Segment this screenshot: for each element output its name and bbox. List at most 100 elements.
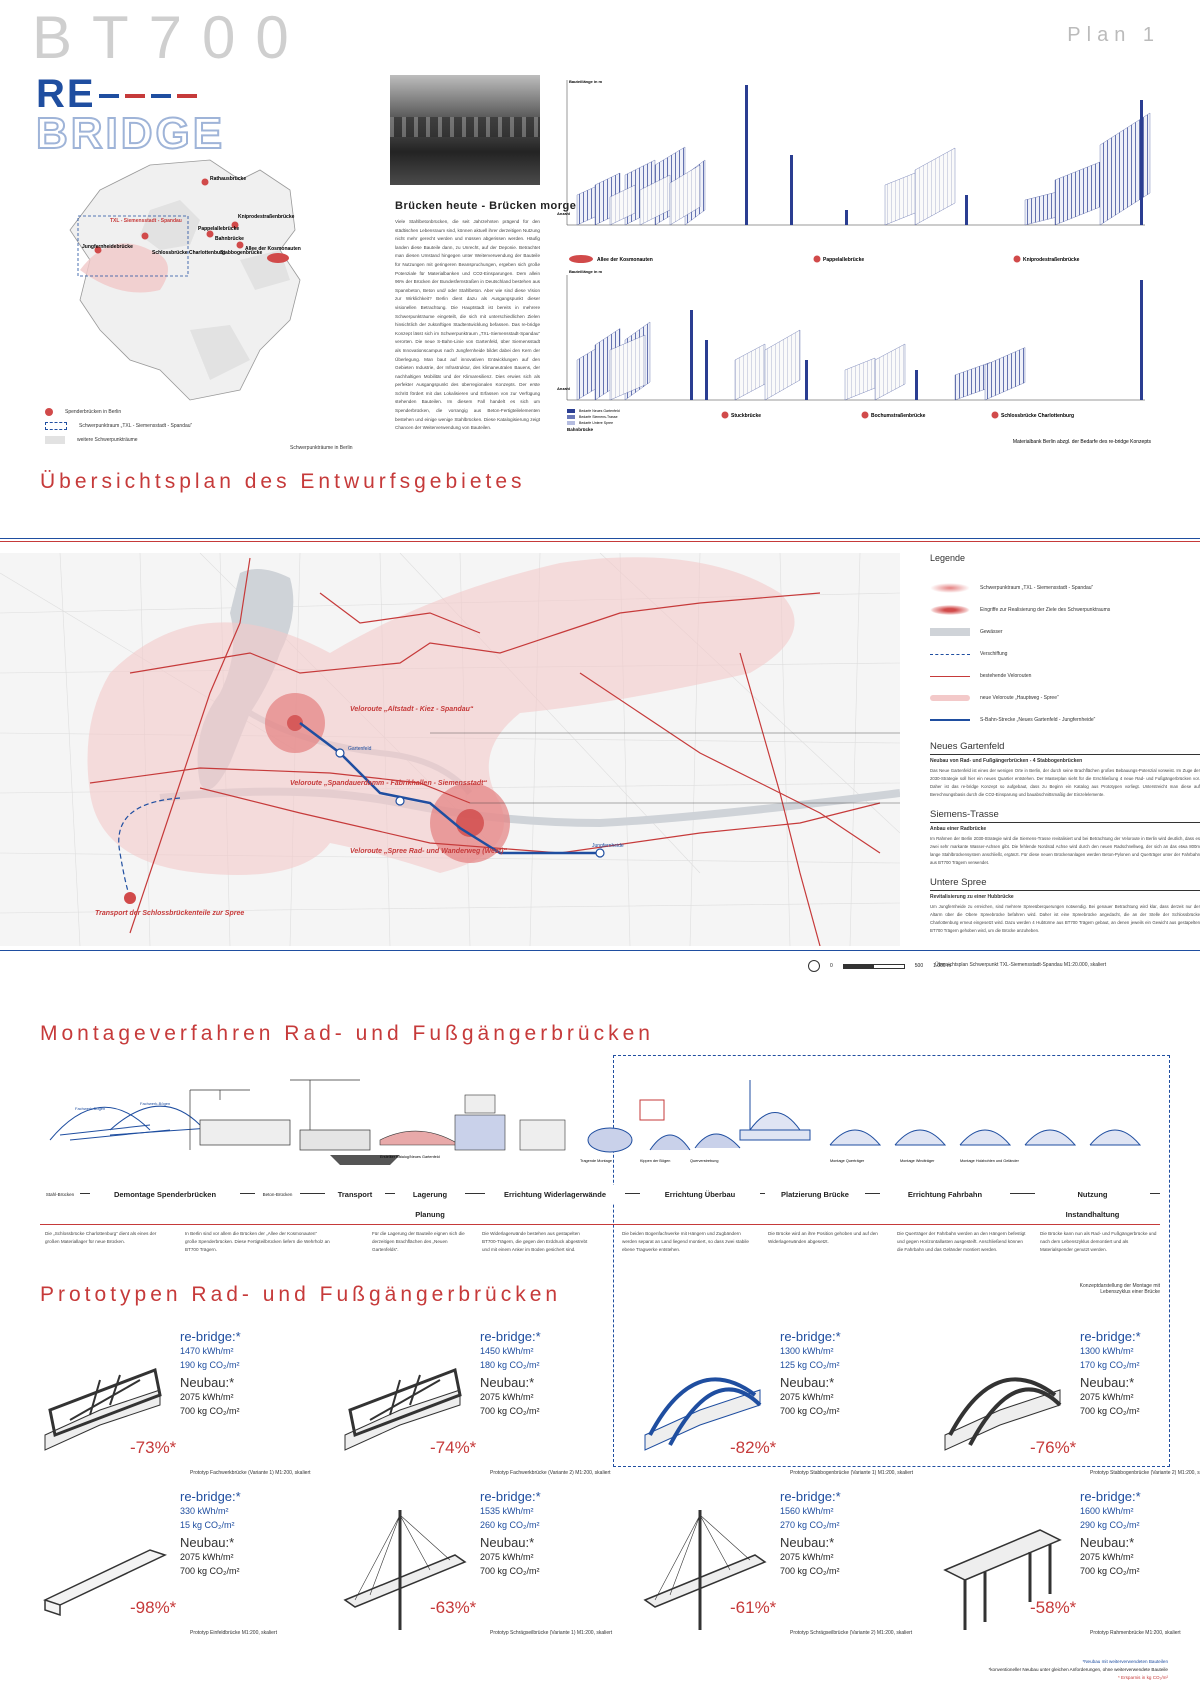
logo-dash	[176, 94, 197, 99]
rebridge-energy: 1560 kWh/m²	[780, 1506, 834, 1516]
donor-bridge-marker	[231, 221, 239, 229]
schwerpunktraum-zone	[87, 557, 795, 875]
rebridge-label: re-bridge:*	[1080, 1489, 1141, 1504]
stage-label: Transport	[325, 1185, 385, 1203]
chart-ylabel: Bauteillänge in m	[569, 269, 603, 274]
legend-text: Spenderbrücken in Berlin	[65, 409, 122, 415]
chart-legend-swatch	[567, 409, 575, 413]
rebridge-energy: 330 kWh/m²	[180, 1506, 229, 1516]
drawing-label: Tragende Montage	[580, 1159, 612, 1163]
map-label: Bahnbrücke	[215, 236, 244, 242]
prototype-card: re-bridge:* 1535 kWh/m² 260 kg CO₂/m² Ne…	[340, 1489, 613, 1645]
prototype-caption: Prototyp Schrägseilbrücke (Variante 1) M…	[490, 1630, 613, 1636]
chart-legend-marker	[721, 411, 729, 419]
s-bahn-station	[395, 796, 405, 806]
chart-legend-text: Bedarfe Neues Gartenfeld	[579, 409, 620, 413]
rebridge-co2: 180 kg CO₂/m²	[480, 1360, 540, 1370]
prototype-values: re-bridge:* 1450 kWh/m² 180 kg CO₂/m² Ne…	[480, 1330, 541, 1418]
rebridge-energy: 1600 kWh/m²	[1080, 1506, 1134, 1516]
prototype-bridge-drawing	[943, 1529, 1062, 1630]
material-bar	[1140, 280, 1143, 400]
chart-legend-marker	[569, 255, 593, 263]
focus-area	[140, 200, 200, 250]
chart-legend-swatch	[567, 415, 575, 419]
neubau-label: Neubau:*	[180, 1375, 235, 1390]
prototype-caption: Prototyp Fachwerkbrücke (Variante 1) M1:…	[190, 1470, 311, 1476]
stage-label: Errichtung Widerlagerwände	[485, 1185, 625, 1203]
logo-bridge: BRIDGE	[35, 109, 226, 158]
rebridge-co2: 15 kg CO₂/m²	[180, 1520, 235, 1530]
neubau-co2: 700 kg CO₂/m²	[780, 1406, 840, 1416]
neubau-energy: 2075 kWh/m²	[1080, 1392, 1134, 1402]
neubau-label: Neubau:*	[480, 1535, 535, 1550]
legend-text: Eingriffe zur Realisierung der Ziele des…	[980, 607, 1111, 613]
area-heading: Siemens-Trasse	[930, 809, 1200, 823]
legend-text: Gewässer	[980, 629, 1003, 635]
footnote: * Ersparnis in kg CO₂/m²	[1117, 1675, 1168, 1680]
material-bar	[1099, 112, 1151, 226]
neubau-label: Neubau:*	[1080, 1535, 1135, 1550]
map-label: Pappelallebrücke	[198, 226, 239, 232]
stage-description: Die beiden Bogenfachwerke mit Hängern un…	[622, 1231, 749, 1252]
material-bar	[965, 195, 968, 225]
neubau-co2: 700 kg CO₂/m²	[180, 1566, 240, 1576]
prototype-caption: Prototyp Rahmenbrücke M1:200, skaliert	[1090, 1630, 1181, 1636]
neubau-co2: 700 kg CO₂/m²	[480, 1566, 540, 1576]
rebridge-co2: 290 kg CO₂/m²	[1080, 1520, 1140, 1530]
neubau-co2: 700 kg CO₂/m²	[780, 1566, 840, 1576]
scale-label: 500	[914, 963, 924, 969]
material-bar	[576, 347, 598, 401]
legend-symbol	[930, 695, 970, 701]
material-bar	[915, 370, 918, 400]
scale-bar: 0 500 1.000 m	[808, 960, 951, 972]
proto-title: Prototypen Rad- und Fußgängerbrücken	[40, 1283, 562, 1306]
area-subheading: Anbau einer Radbrücke	[930, 826, 987, 832]
montage-title: Montageverfahren Rad- und Fußgängerbrück…	[40, 1022, 654, 1045]
savings-percent: -98%*	[130, 1598, 177, 1617]
stage-description: Die Brücke wird an ihre Position gehoben…	[768, 1231, 878, 1244]
s-bahn-station	[595, 848, 605, 858]
chart-caption: Materialbank Berlin abzgl. der Bedarfe d…	[1013, 439, 1152, 445]
chart-legend-marker	[861, 411, 869, 419]
prototype-card: re-bridge:* 1450 kWh/m² 180 kg CO₂/m² Ne…	[340, 1330, 611, 1485]
material-bar	[914, 147, 956, 226]
donor-bridge-marker	[141, 232, 149, 240]
drawing-label: Montage Windträger	[900, 1159, 935, 1163]
savings-percent: -82%*	[730, 1438, 777, 1457]
neubau-energy: 2075 kWh/m²	[1080, 1552, 1134, 1562]
drawing-label: Montage Querträger	[830, 1159, 865, 1163]
scale-label: 1.000 m	[933, 963, 952, 969]
stage-sublabel: Beton-Brücken	[255, 1185, 300, 1203]
rebridge-label: re-bridge:*	[480, 1489, 541, 1504]
rebridge-energy: 1450 kWh/m²	[480, 1346, 534, 1356]
material-bar	[874, 343, 906, 401]
donor-bridge-marker	[201, 178, 209, 186]
lifecycle-box	[613, 1055, 1170, 1467]
chart-row2-label: Stuckbrücke	[731, 413, 761, 419]
material-bar	[669, 164, 701, 226]
rebridge-energy: 1300 kWh/m²	[780, 1346, 834, 1356]
chart-ylabel: Bauteillänge in m	[569, 79, 603, 84]
material-bar	[609, 334, 646, 401]
scale-graphic	[842, 963, 905, 969]
legend-text: Schwerpunktraum „TXL - Siemensstadt - Sp…	[980, 585, 1094, 591]
donor-bridge-marker	[124, 892, 136, 904]
material-charts: Bauteillänge in m Anzahl Bauteillänge in…	[557, 79, 1152, 445]
drawing-label: Erstellter Katalog/Neues Gartenfeld	[380, 1155, 440, 1159]
neubau-co2: 700 kg CO₂/m²	[480, 1406, 540, 1416]
neubau-label: Neubau:*	[480, 1375, 535, 1390]
stage-label: Lagerung	[395, 1185, 465, 1203]
divider	[0, 541, 1200, 542]
montage-illustrations: Fachwerk-Bögen Fachwerk-Bögen Erstellter…	[49, 1079, 1142, 1165]
footnotes: *Neubau mit weiterverwendeten Bauteilen …	[988, 1658, 1168, 1682]
prototype-values: re-bridge:* 1470 kWh/m² 190 kg CO₂/m² Ne…	[180, 1330, 241, 1418]
rebridge-co2: 260 kg CO₂/m²	[480, 1520, 540, 1530]
area-heading: Untere Spree	[930, 877, 1200, 891]
chart-row1-label: Kniprodestraßenbrücke	[1023, 257, 1080, 263]
map-label: Schlossbrücke Charlottenburg	[152, 250, 225, 256]
chart-row2-label: Bochumstraßenbrücke	[871, 413, 926, 419]
stage-sublabel: Stahl-Brücken	[40, 1185, 80, 1203]
material-bar	[954, 362, 991, 401]
deck-drawing	[829, 1129, 1142, 1146]
s-bahn-station	[335, 748, 345, 758]
